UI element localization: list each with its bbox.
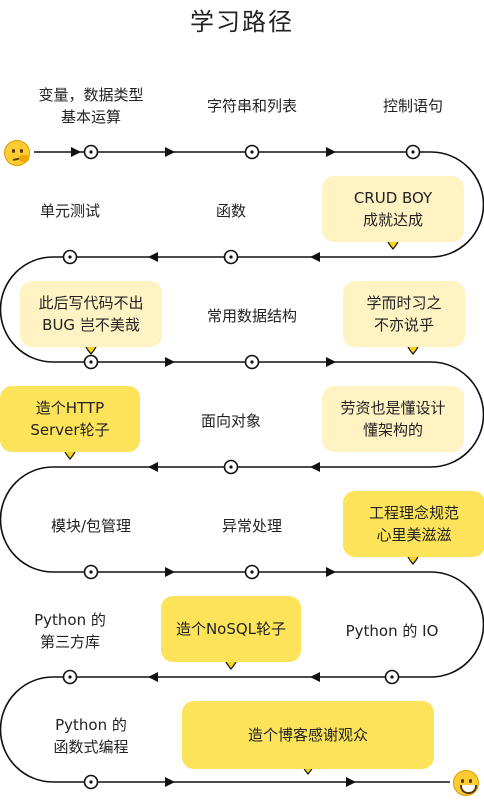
milestone-bubble-blog-thanks: 造个博客感谢观众 [182, 701, 434, 769]
path-node-dot-11 [68, 675, 72, 679]
path-node-dot-1 [89, 150, 93, 154]
step-label-data-structures: 常用数据结构 [206, 307, 298, 325]
path-node-dot-13 [89, 780, 93, 784]
direction-arrow-icon-13 [148, 672, 158, 682]
direction-arrow-icon-5 [148, 252, 158, 262]
milestone-bubble-http-server: 造个HTTP Server轮子 [0, 386, 140, 452]
direction-arrow-icon-3 [326, 147, 336, 157]
step-label-python-io: Python 的 IO [345, 622, 439, 640]
milestone-bubble-engineering-norms: 工程理念规范 心里美滋滋 [343, 491, 484, 557]
path-node-dot-5 [229, 255, 233, 259]
milestone-bubble-crud-boy: CRUD BOY 成就达成 [322, 176, 464, 242]
step-label-third-party-libs: Python 的 第三方库 [34, 611, 106, 651]
page-title: 学习路径 [190, 8, 294, 36]
direction-arrow-icon-1 [71, 147, 81, 157]
path-line-segment [0, 151, 484, 783]
milestone-bubble-bug-free: 此后写代码不出 BUG 岂不美哉 [20, 281, 162, 347]
path-node-dot-4 [68, 255, 72, 259]
direction-arrow-icon-4 [310, 252, 320, 262]
path-node-dot-9 [89, 570, 93, 574]
step-label-functional-programming: Python 的 函数式编程 [53, 716, 129, 756]
direction-arrow-icon-6 [165, 357, 175, 367]
direction-arrow-icon-9 [148, 462, 158, 472]
direction-arrow-icon-7 [326, 357, 336, 367]
step-label-control-flow: 控制语句 [382, 97, 444, 115]
path-node-dot-6 [89, 360, 93, 364]
milestone-bubble-learn-review: 学而时习之 不亦说乎 [343, 281, 465, 347]
step-label-exceptions: 异常处理 [221, 517, 283, 535]
milestone-bubble-design-architecture: 劳资也是懂设计 懂架构的 [322, 386, 464, 452]
path-node-dot-12 [390, 675, 394, 679]
direction-arrow-icon-11 [326, 567, 336, 577]
grinning-face-icon [453, 770, 479, 796]
step-label-functions: 函数 [215, 202, 247, 220]
thinking-face-icon [4, 140, 30, 166]
path-node-dot-8 [229, 465, 233, 469]
direction-arrow-icon-8 [310, 462, 320, 472]
path-node-dot-3 [411, 150, 415, 154]
direction-arrow-icon-12 [310, 672, 320, 682]
step-label-variables-types: 变量，数据类型 基本运算 [38, 86, 144, 126]
step-label-modules-packages: 模块/包管理 [50, 517, 132, 535]
path-node-dot-10 [250, 570, 254, 574]
step-label-strings-lists: 字符串和列表 [206, 97, 298, 115]
step-label-unit-test: 单元测试 [39, 202, 101, 220]
path-node-dot-7 [250, 360, 254, 364]
direction-arrow-icon-14 [165, 777, 175, 787]
direction-arrow-icon-2 [165, 147, 175, 157]
direction-arrow-icon-15 [346, 777, 356, 787]
milestone-bubble-nosql-wheel: 造个NoSQL轮子 [161, 596, 301, 662]
step-label-oop: 面向对象 [200, 412, 262, 430]
direction-arrow-icon-10 [165, 567, 175, 577]
path-node-dot-2 [250, 150, 254, 154]
